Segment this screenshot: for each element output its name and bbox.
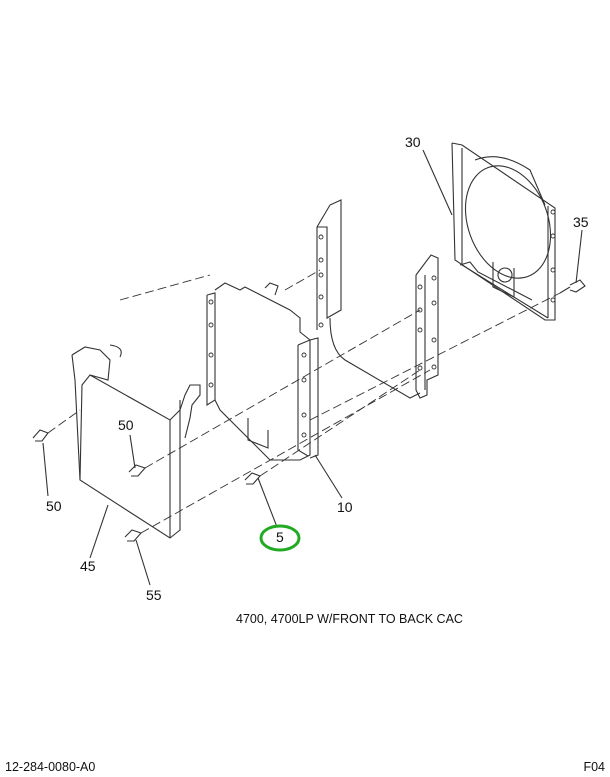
footer-drawing-number: 12-284-0080-A0 — [5, 760, 96, 774]
leader-lines — [42, 149, 583, 586]
part-radiator — [206, 282, 319, 461]
callout-45[interactable]: 45 — [80, 558, 96, 574]
callout-55[interactable]: 55 — [146, 587, 162, 603]
callout-50-lower[interactable]: 50 — [46, 498, 62, 514]
part-brackets — [316, 199, 439, 399]
callout-30[interactable]: 30 — [405, 134, 421, 150]
callout-35[interactable]: 35 — [573, 214, 589, 230]
callout-10[interactable]: 10 — [337, 499, 353, 515]
part-bolt-35 — [559, 279, 586, 294]
diagram-caption: 4700, 4700LP W/FRONT TO BACK CAC — [236, 612, 463, 626]
highlight-ring — [259, 524, 301, 552]
footer-section-code: F04 — [583, 760, 605, 774]
part-charge-air-cooler — [71, 344, 201, 539]
assembly-lines — [47, 269, 561, 534]
callout-5[interactable]: 5 — [276, 529, 284, 545]
callout-50-upper[interactable]: 50 — [118, 417, 134, 433]
part-fan-shroud — [451, 142, 556, 321]
